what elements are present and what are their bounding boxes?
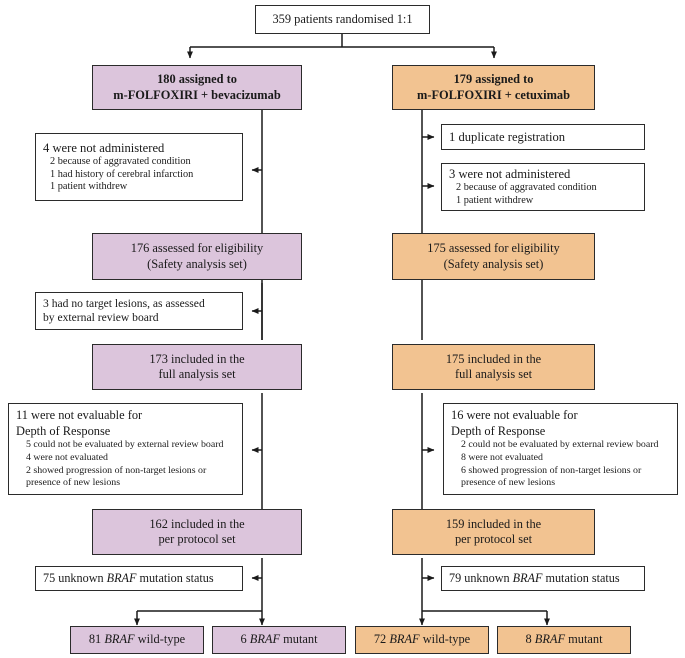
left-per-protocol-line-0: 162 included in the bbox=[149, 516, 245, 531]
left-not-evaluable-item-0: 5 could not be evaluated by external rev… bbox=[26, 439, 224, 451]
right-per-protocol-line-1: per protocol set bbox=[454, 532, 533, 546]
node-right-braf-mutant: 8 BRAF mutant bbox=[497, 626, 631, 654]
right-wild-text: 72 BRAF wild-type bbox=[356, 632, 488, 648]
left-mutant-text: 6 BRAF mutant bbox=[213, 632, 345, 648]
left-no-target-line-0: 3 had no target lesions, as assessed bbox=[43, 296, 205, 310]
right-unknown-braf-post: mutation status bbox=[542, 571, 620, 585]
left-wild-gene: BRAF bbox=[104, 632, 135, 647]
node-right-safety-set: 175 assessed for eligibility (Safety ana… bbox=[392, 233, 595, 280]
node-left-no-target-lesions: 3 had no target lesions, as assessed by … bbox=[35, 292, 243, 330]
node-randomised: 359 patients randomised 1:1 bbox=[255, 5, 430, 34]
left-not-evaluable-head-0: 11 were not evaluable for bbox=[16, 408, 143, 423]
right-full-line-0: 175 included in the bbox=[445, 351, 542, 366]
right-safety-line-0: 175 assessed for eligibility bbox=[427, 241, 560, 255]
left-assigned-line-0: 180 assigned to bbox=[157, 72, 237, 86]
left-unknown-braf-post: mutation status bbox=[136, 571, 214, 585]
node-left-safety-set: 176 assessed for eligibility (Safety ana… bbox=[92, 233, 302, 280]
right-mutant-post: mutant bbox=[565, 632, 603, 647]
left-not-administered-head: 4 were not administered bbox=[43, 141, 165, 156]
right-full-line-1: full analysis set bbox=[454, 367, 533, 381]
right-unknown-braf-gene: BRAF bbox=[512, 571, 543, 585]
left-unknown-braf-gene: BRAF bbox=[106, 571, 137, 585]
left-wild-text: 81 BRAF wild-type bbox=[71, 632, 203, 648]
left-assigned-line-1: m-FOLFOXIRI + bevacizumab bbox=[113, 87, 281, 102]
right-not-evaluable-head-1: Depth of Response bbox=[451, 423, 546, 438]
node-left-unknown-braf: 75 unknown BRAF mutation status bbox=[35, 566, 243, 591]
right-mutant-text: 8 BRAF mutant bbox=[498, 632, 630, 648]
node-right-full-analysis-set: 175 included in the full analysis set bbox=[392, 344, 595, 390]
right-unknown-braf-text: 79 unknown BRAF mutation status bbox=[442, 571, 620, 586]
node-right-not-administered: 3 were not administered 2 because of agg… bbox=[441, 163, 645, 211]
node-left-full-analysis-set: 173 included in the full analysis set bbox=[92, 344, 302, 390]
left-mutant-post: mutant bbox=[280, 632, 318, 647]
left-not-administered-item-2: 1 patient withdrew bbox=[50, 181, 128, 193]
left-mutant-pre: 6 bbox=[240, 632, 250, 647]
right-wild-gene: BRAF bbox=[389, 632, 420, 647]
node-right-braf-wild-type: 72 BRAF wild-type bbox=[355, 626, 489, 654]
left-not-evaluable-item-2: 2 showed progression of non-target lesio… bbox=[26, 464, 207, 476]
node-left-braf-mutant: 6 BRAF mutant bbox=[212, 626, 346, 654]
right-unknown-braf-pre: 79 unknown bbox=[449, 571, 513, 585]
left-per-protocol-line-1: per protocol set bbox=[158, 532, 236, 546]
left-not-evaluable-head-1: Depth of Response bbox=[16, 423, 111, 438]
node-left-per-protocol-set: 162 included in the per protocol set bbox=[92, 509, 302, 555]
right-not-evaluable-item-0: 2 could not be evaluated by external rev… bbox=[461, 439, 659, 451]
right-wild-post: wild-type bbox=[419, 632, 471, 647]
node-left-not-administered: 4 were not administered 2 because of agg… bbox=[35, 133, 243, 201]
right-duplicate-head: 1 duplicate registration bbox=[449, 130, 566, 144]
node-left-assigned: 180 assigned to m-FOLFOXIRI + bevacizuma… bbox=[92, 65, 302, 110]
right-safety-line-1: (Safety analysis set) bbox=[443, 256, 544, 271]
right-assigned-line-1: m-FOLFOXIRI + cetuximab bbox=[417, 87, 570, 102]
left-not-evaluable-item-1: 4 were not evaluated bbox=[26, 451, 108, 463]
left-wild-pre: 81 bbox=[88, 632, 105, 647]
left-safety-line-1: (Safety analysis set) bbox=[147, 256, 247, 271]
right-assigned-line-0: 179 assigned to bbox=[453, 72, 534, 86]
left-not-administered-item-0: 2 because of aggravated condition bbox=[50, 156, 191, 168]
left-no-target-line-1: by external review board bbox=[43, 311, 159, 324]
right-per-protocol-line-0: 159 included in the bbox=[445, 516, 542, 531]
node-right-unknown-braf: 79 unknown BRAF mutation status bbox=[441, 566, 645, 591]
right-mutant-gene: BRAF bbox=[534, 632, 566, 647]
left-unknown-braf-text: 75 unknown BRAF mutation status bbox=[36, 571, 214, 586]
node-right-per-protocol-set: 159 included in the per protocol set bbox=[392, 509, 595, 555]
right-not-evaluable-head-0: 16 were not evaluable for bbox=[451, 408, 578, 423]
node-right-not-evaluable: 16 were not evaluable for Depth of Respo… bbox=[443, 403, 678, 495]
right-not-evaluable-item-2: 6 showed progression of non-target lesio… bbox=[461, 464, 642, 476]
right-not-evaluable-item-1: 8 were not evaluated bbox=[461, 451, 543, 463]
left-not-evaluable-item-3: presence of new lesions bbox=[26, 477, 121, 489]
right-not-administered-item-1: 1 patient withdrew bbox=[456, 195, 534, 206]
left-safety-line-0: 176 assessed for eligibility bbox=[130, 241, 264, 255]
right-mutant-pre: 8 bbox=[525, 632, 535, 647]
node-right-duplicate-registration: 1 duplicate registration bbox=[441, 124, 645, 150]
left-unknown-braf-pre: 75 unknown bbox=[43, 571, 107, 585]
right-not-administered-head: 3 were not administered bbox=[449, 167, 571, 182]
left-full-line-0: 173 included in the bbox=[149, 351, 245, 366]
right-wild-pre: 72 bbox=[373, 632, 390, 647]
node-right-assigned: 179 assigned to m-FOLFOXIRI + cetuximab bbox=[392, 65, 595, 110]
left-mutant-gene: BRAF bbox=[249, 632, 281, 647]
node-left-not-evaluable: 11 were not evaluable for Depth of Respo… bbox=[8, 403, 243, 495]
right-not-administered-item-0: 2 because of aggravated condition bbox=[456, 182, 597, 194]
left-not-administered-item-1: 1 had history of cerebral infarction bbox=[50, 168, 194, 180]
node-left-braf-wild-type: 81 BRAF wild-type bbox=[70, 626, 204, 654]
left-full-line-1: full analysis set bbox=[158, 367, 236, 381]
left-wild-post: wild-type bbox=[134, 632, 186, 647]
right-not-evaluable-item-3: presence of new lesions bbox=[461, 477, 556, 489]
node-randomised-line-0: 359 patients randomised 1:1 bbox=[272, 11, 413, 26]
